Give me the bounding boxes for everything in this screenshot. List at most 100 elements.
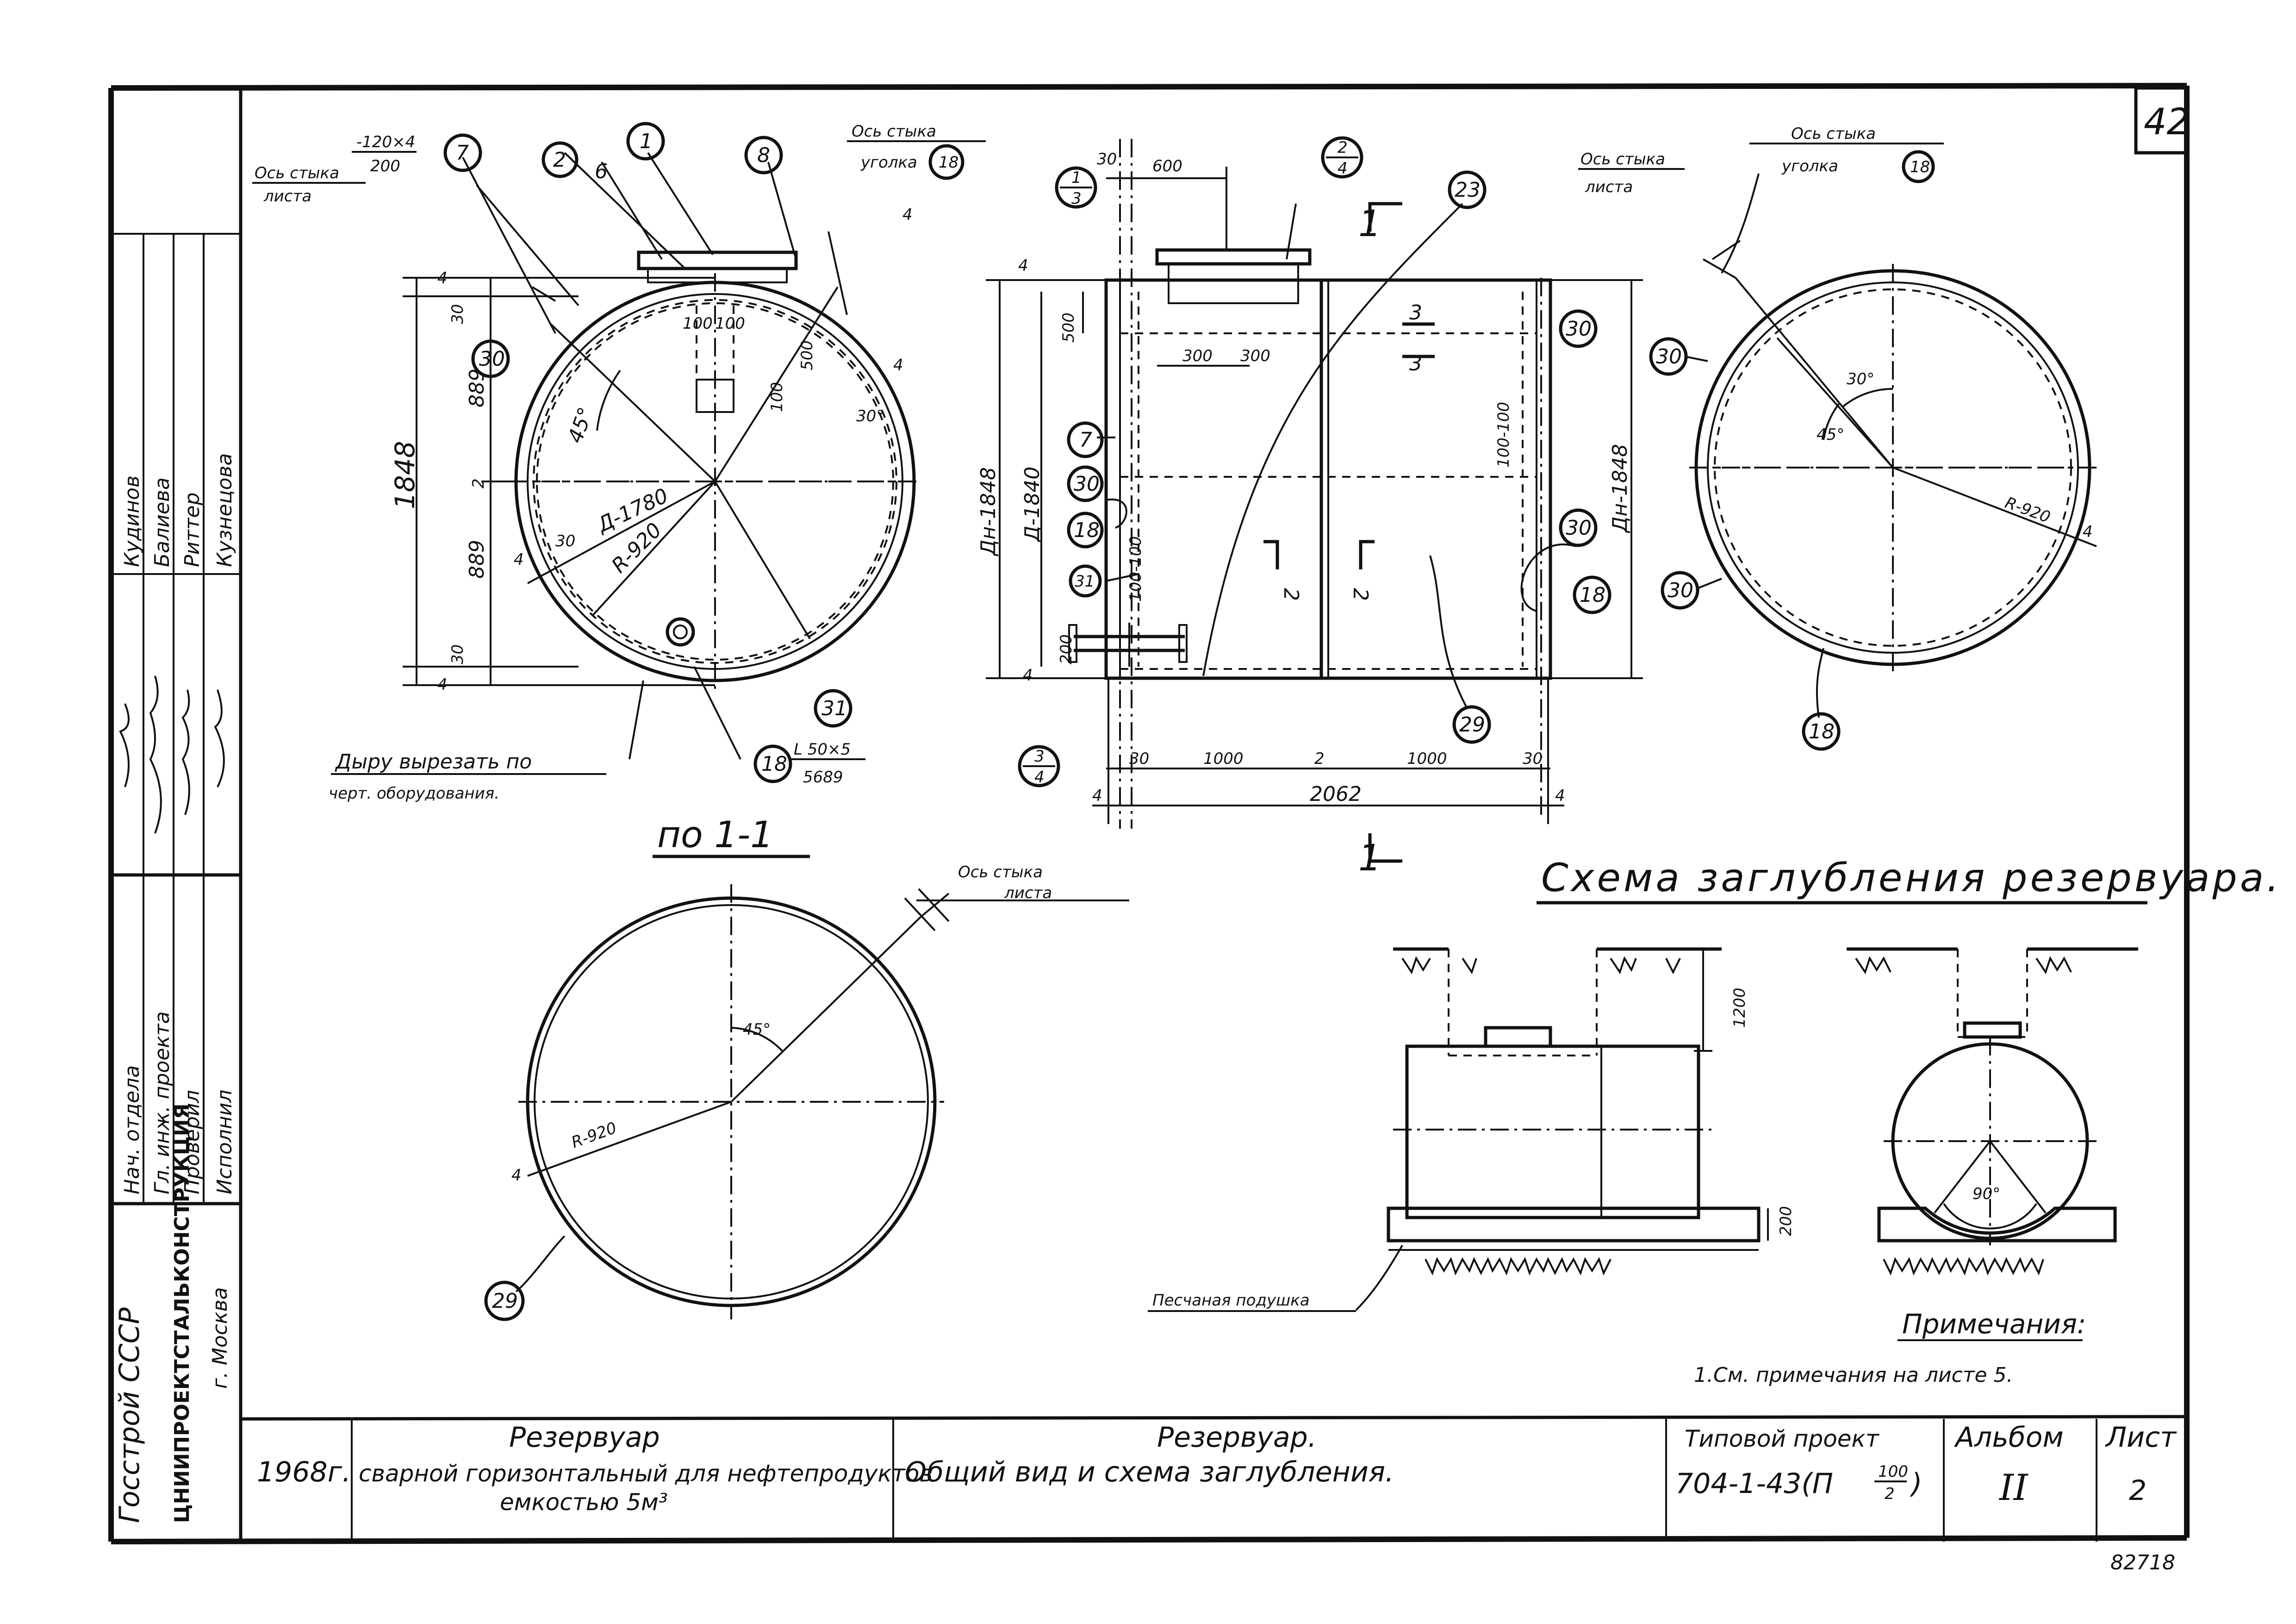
page-number: 42 [2144,101,2190,143]
svg-text:2: 2 [469,478,488,488]
vs-joint-sheet-2: листа [1004,884,1052,902]
svg-text:4: 4 [1555,787,1565,805]
vl-strip-bottom: 200 [370,157,400,175]
svg-text:Дн-1848: Дн-1848 [977,467,1000,556]
svg-text:4: 4 [437,269,448,287]
vl-strip-top: -120×4 [356,133,415,151]
vm-callout-29: 29 [1459,713,1485,737]
side-org-3: г. Москва [208,1287,232,1389]
svg-text:4: 4 [1023,666,1033,685]
svg-text:30°: 30° [1847,370,1874,388]
svg-text:30: 30 [448,304,467,324]
side-name-3: Риттер [180,493,204,567]
svg-text:Дн-1848: Дн-1848 [1608,444,1632,533]
svg-text:3: 3 [1409,301,1422,325]
svg-text:1000: 1000 [1203,750,1244,768]
svg-text:1: 1 [1358,203,1381,245]
tb-project-frac-bottom: 2 [1885,1485,1895,1503]
burial-end [1847,947,2138,1276]
vr-joint-sheet-2: листа [1585,178,1633,196]
vl-callout-7: 7 [456,141,469,165]
vl-hole-note-2: черт. оборудования. [329,784,499,803]
vm-section-labels: 1 1 3 3 2 2 [1279,203,1422,879]
burial-front [1148,947,1769,1312]
svg-text:4: 4 [902,206,913,224]
svg-text:2: 2 [1314,750,1325,768]
tb-sheet-value: 2 [2129,1474,2147,1507]
vr-callout-30b: 30 [1668,579,1693,602]
burial-title: Схема заглубления резервуара. [1541,855,2282,900]
svg-text:100: 100 [683,314,713,333]
svg-text:30: 30 [1129,750,1149,768]
vl-callout-8: 8 [757,144,770,167]
view-left-end [403,152,921,760]
view-right-end [1684,173,2097,718]
svg-text:30°: 30° [856,407,884,425]
vr-angle-ref: 18 [1910,158,1930,176]
vs-thickness: 4 [511,1166,522,1185]
side-name-2: Балиева [150,477,174,567]
svg-text:45°: 45° [563,404,598,446]
vl-callout-6: 6 [595,160,608,183]
burial-base: 200 [1777,1206,1795,1236]
vm-mark-3-4-bottom: 4 [1034,768,1045,787]
tb-album-label: Альбом [1954,1421,2064,1454]
tb-object-2: сварной горизонтальный для нефтепродукто… [359,1460,933,1487]
svg-text:4: 4 [1018,256,1028,275]
svg-text:30: 30 [448,644,467,664]
vr-joint-angle-2: уголка [1781,157,1838,175]
vm-mark-3-4-top: 3 [1034,747,1045,766]
vr-callout-18: 18 [1809,720,1835,743]
svg-text:889: 889 [465,369,489,407]
vl-callout-30a: 30 [479,347,505,371]
vl-joint-sheet-1: Ось стыка [255,164,339,182]
vl-joint-angle-2: уголка [860,153,917,172]
view-left-callouts [443,122,964,783]
vl-callout-18: 18 [761,752,787,776]
stamp-number: 82718 [2110,1551,2175,1574]
vm-callout-18b: 18 [1580,583,1605,607]
view-middle-callouts [1067,170,1612,744]
vm-mark-1-3-bottom: 3 [1071,189,1082,208]
tb-project-frac-top: 100 [1878,1462,1908,1481]
vl-callout-31: 31 [821,697,847,720]
sheet-frame [108,83,2190,1544]
svg-text:300: 300 [1240,347,1270,365]
vm-mark-2-4-bottom: 4 [1338,159,1348,178]
vl-callout-2: 2 [553,148,566,172]
tb-project-number: 704-1-43(П [1675,1468,1833,1500]
svg-text:100-100: 100-100 [1126,536,1145,602]
side-role-1: Нач. отдела [120,1065,144,1194]
side-role-3: Проверил [180,1090,204,1194]
svg-text:Д-1840: Д-1840 [1020,467,1044,543]
vl-section-caption: по 1-1 [657,814,773,856]
vs-joint-sheet-1: Ось стыка [958,863,1043,881]
svg-text:600: 600 [1152,157,1182,175]
burial-depth: 1200 [1730,987,1749,1028]
svg-text:1848: 1848 [389,441,421,509]
view-middle-marks [1018,136,1363,787]
vm-callout-30c: 30 [1566,516,1592,540]
svg-text:45°: 45° [1817,425,1844,444]
note-1: 1.См. примечания на листе 5. [1694,1363,2013,1387]
burial-angle: 90° [1972,1185,2000,1203]
svg-text:R-920: R-920 [2003,493,2053,527]
svg-text:4: 4 [514,550,524,569]
vr-joint-angle-1: Ось стыка [1791,125,1876,143]
tb-project-close: ) [1910,1468,1922,1500]
svg-text:100: 100 [715,314,745,333]
vl-angle-label-top: L 50×5 [794,740,851,759]
vr-dimension-labels: 30° 45° R-920 4 [1817,370,2093,541]
svg-text:200: 200 [1057,634,1076,664]
svg-text:889: 889 [465,540,489,579]
tb-project-label: Типовой проект [1685,1425,1880,1452]
tb-year: 1968г. [257,1456,351,1488]
vl-angle-ref: 18 [939,153,958,172]
burial-sand-label: Песчаная подушка [1152,1291,1310,1310]
vr-joint-sheet-1: Ось стыка [1580,150,1665,169]
tb-object-3: емкостью 5м³ [500,1489,668,1516]
side-org-2: ЦНИИПРОЕКТСТАЛЬКОНСТРУКЦИЯ [170,1104,194,1523]
view-section-1-1 [515,884,1129,1319]
vl-joint-angle-1: Ось стыка [852,122,936,141]
